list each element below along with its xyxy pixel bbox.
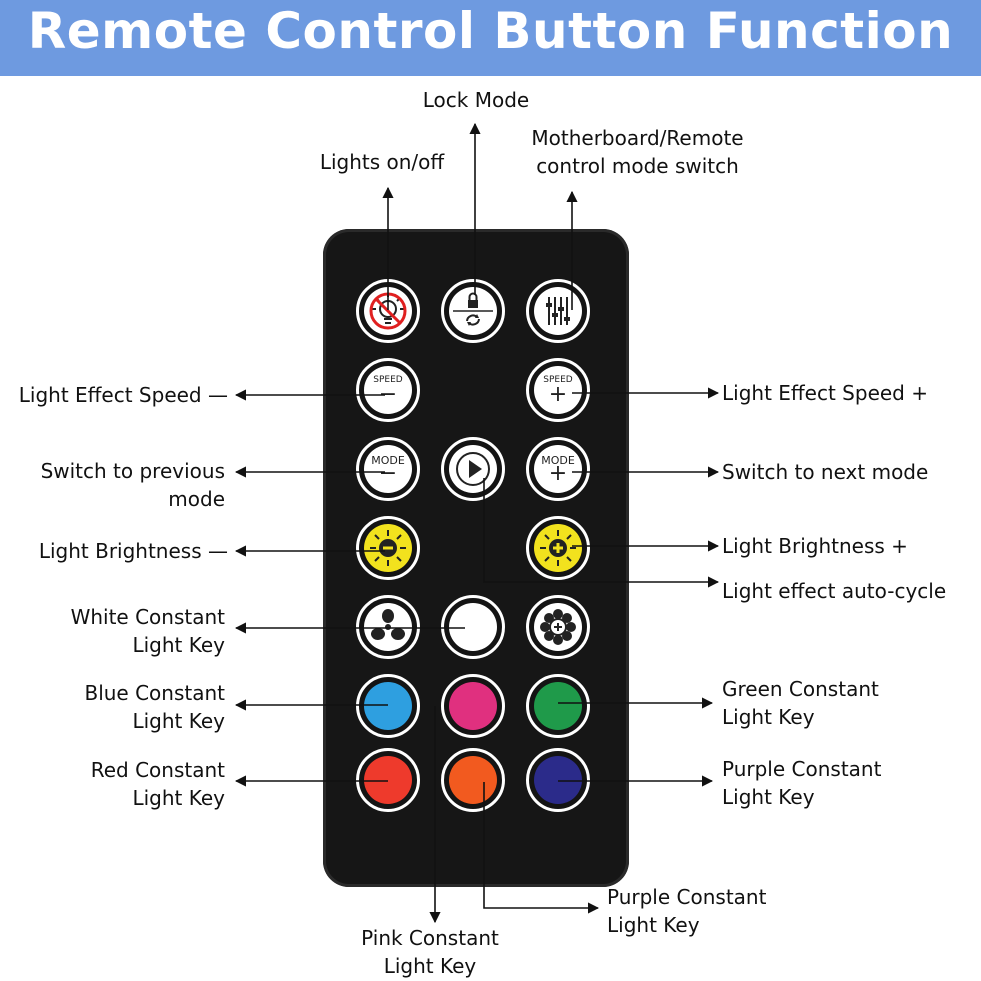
blue-light-face bbox=[364, 682, 412, 730]
blue-light-button[interactable] bbox=[356, 674, 420, 738]
label-white-line2: Light Key bbox=[132, 633, 225, 657]
label-purple-line2: Light Key bbox=[722, 785, 815, 809]
mode-switch-button[interactable] bbox=[526, 279, 590, 343]
label-bright-plus: Light Brightness + bbox=[722, 534, 908, 558]
orange-light-button[interactable] bbox=[441, 748, 505, 812]
plus-icon: + bbox=[548, 461, 568, 486]
label-prev-mode-line1: Switch to previous bbox=[40, 459, 225, 483]
label-orange-line2: Light Key bbox=[607, 913, 700, 937]
bulb-off-icon bbox=[364, 287, 412, 335]
play-icon bbox=[449, 445, 497, 493]
label-orange-line1: Purple Constant bbox=[607, 885, 767, 909]
fan-icon bbox=[364, 603, 412, 651]
purple-light-face bbox=[534, 756, 582, 804]
lock-sync-icon bbox=[449, 287, 497, 335]
purple-light-button[interactable] bbox=[526, 748, 590, 812]
mode-next-text: MODE bbox=[541, 454, 575, 467]
label-white-line1: White Constant bbox=[70, 605, 225, 629]
brightness-minus-button[interactable] bbox=[356, 516, 420, 580]
label-green-line2: Light Key bbox=[722, 705, 815, 729]
label-red-line2: Light Key bbox=[132, 786, 225, 810]
label-pink-line2: Light Key bbox=[383, 954, 477, 978]
orange-light-face bbox=[449, 756, 497, 804]
label-blue-line2: Light Key bbox=[132, 709, 225, 733]
sun-plus-icon bbox=[534, 524, 582, 572]
brightness-plus-button[interactable] bbox=[526, 516, 590, 580]
speed-plus-face: SPEED + bbox=[534, 366, 582, 414]
speed-minus-button[interactable]: SPEED − bbox=[356, 358, 420, 422]
minus-icon: − bbox=[378, 382, 398, 407]
sun-minus-icon bbox=[364, 524, 412, 572]
label-blue-line1: Blue Constant bbox=[84, 681, 225, 705]
green-light-button[interactable] bbox=[526, 674, 590, 738]
green-light-face bbox=[534, 682, 582, 730]
red-light-face bbox=[364, 756, 412, 804]
label-speed-minus: Light Effect Speed — bbox=[18, 383, 228, 407]
fan-button[interactable] bbox=[356, 595, 420, 659]
label-pink-line1: Pink Constant bbox=[361, 926, 499, 950]
flower-icon bbox=[534, 603, 582, 651]
label-green-line1: Green Constant bbox=[722, 677, 879, 701]
label-mb-switch-line1: Motherboard/Remote bbox=[531, 126, 744, 150]
label-red-line1: Red Constant bbox=[90, 758, 225, 782]
flower-button[interactable] bbox=[526, 595, 590, 659]
mode-next-button[interactable]: MODE + bbox=[526, 437, 590, 501]
minus-icon: − bbox=[378, 461, 398, 486]
label-prev-mode-line2: mode bbox=[168, 487, 225, 511]
white-light-face bbox=[449, 603, 497, 651]
header-banner: Remote Control Button Function bbox=[0, 0, 981, 76]
label-lights-on-off: Lights on/off bbox=[319, 150, 445, 174]
label-mb-switch-line2: control mode switch bbox=[536, 154, 739, 178]
white-light-button[interactable] bbox=[441, 595, 505, 659]
label-lock-mode: Lock Mode bbox=[422, 88, 530, 112]
mode-prev-face: MODE − bbox=[364, 445, 412, 493]
sliders-icon bbox=[534, 287, 582, 335]
red-light-button[interactable] bbox=[356, 748, 420, 812]
speed-plus-button[interactable]: SPEED + bbox=[526, 358, 590, 422]
speed-minus-face: SPEED − bbox=[364, 366, 412, 414]
remote-control: SPEED − SPEED + MODE − MODE + bbox=[323, 229, 629, 887]
pink-light-face bbox=[449, 682, 497, 730]
mode-next-face: MODE + bbox=[534, 445, 582, 493]
speed-minus-text: SPEED bbox=[373, 375, 403, 385]
plus-icon: + bbox=[548, 382, 568, 407]
mode-prev-text: MODE bbox=[371, 454, 405, 467]
speed-plus-text: SPEED bbox=[543, 375, 573, 385]
mode-prev-button[interactable]: MODE − bbox=[356, 437, 420, 501]
label-speed-plus: Light Effect Speed + bbox=[722, 381, 928, 405]
label-next-mode: Switch to next mode bbox=[722, 460, 929, 484]
lights-on-off-button[interactable] bbox=[356, 279, 420, 343]
label-purple-line1: Purple Constant bbox=[722, 757, 882, 781]
label-bright-minus: Light Brightness — bbox=[38, 539, 228, 563]
page-title: Remote Control Button Function bbox=[27, 2, 954, 60]
label-auto-cycle: Light effect auto-cycle bbox=[722, 579, 947, 603]
auto-cycle-play-button[interactable] bbox=[441, 437, 505, 501]
lock-mode-button[interactable] bbox=[441, 279, 505, 343]
pink-light-button[interactable] bbox=[441, 674, 505, 738]
